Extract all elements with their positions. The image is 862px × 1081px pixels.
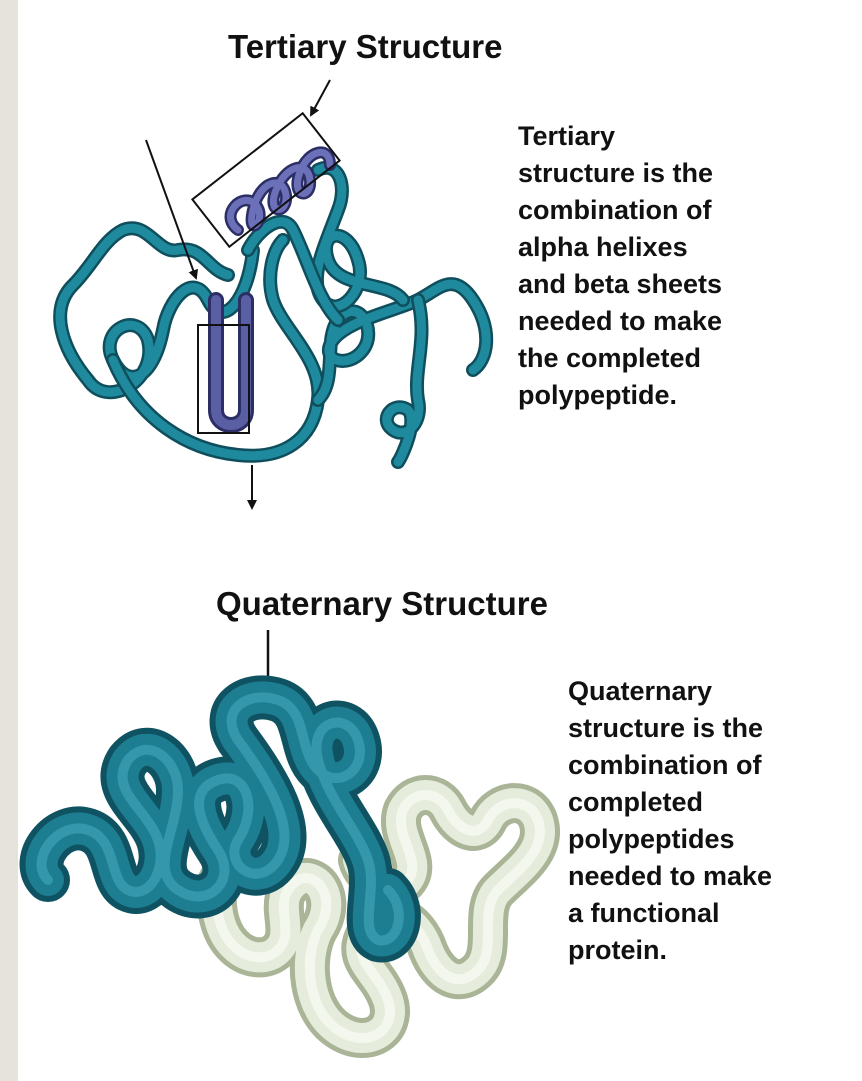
- quaternary-description-line: needed to make: [568, 858, 772, 895]
- quaternary-heading: Quaternary Structure: [216, 587, 548, 620]
- tertiary-description: Tertiary structure is the combination of…: [518, 118, 722, 414]
- tertiary-description-line: needed to make: [518, 303, 722, 340]
- quaternary-description-line: combination of: [568, 747, 772, 784]
- tertiary-heading: Tertiary Structure: [228, 30, 502, 63]
- quaternary-description-line: protein.: [568, 932, 772, 969]
- tertiary-description-line: the completed: [518, 340, 722, 377]
- tertiary-description-line: Tertiary: [518, 118, 722, 155]
- quaternary-description-line: a functional: [568, 895, 772, 932]
- quaternary-description: Quaternary structure is the combination …: [568, 673, 772, 969]
- quaternary-description-line: polypeptides: [568, 821, 772, 858]
- quaternary-description-line: structure is the: [568, 710, 772, 747]
- helix-pointer-arrow: [311, 80, 330, 115]
- slide: Tertiary Structure Tertiary structure is…: [18, 0, 862, 1081]
- tertiary-description-line: combination of: [518, 192, 722, 229]
- tertiary-description-line: polypeptide.: [518, 377, 722, 414]
- quaternary-description-line: completed: [568, 784, 772, 821]
- tertiary-description-line: alpha helixes: [518, 229, 722, 266]
- tertiary-description-line: and beta sheets: [518, 266, 722, 303]
- tertiary-description-line: structure is the: [518, 155, 722, 192]
- quaternary-description-line: Quaternary: [568, 673, 772, 710]
- beta-sheet: [216, 300, 246, 425]
- beta-pointer-arrow: [146, 140, 196, 278]
